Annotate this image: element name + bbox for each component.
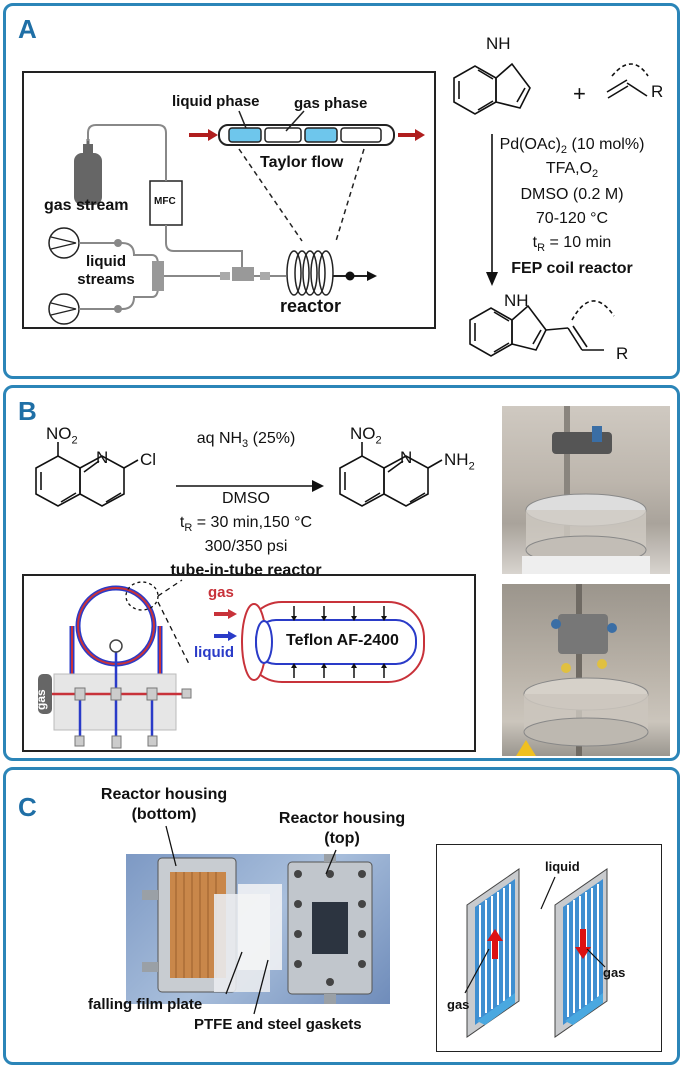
reagent-condition: aq NH3 (25%): [196, 430, 296, 451]
gas-liquid-mixer: [232, 267, 254, 281]
pressure-gauge-icon: [109, 639, 123, 653]
zoom-line: [238, 148, 303, 242]
falling-film-reactor-photo: [126, 854, 390, 1004]
gas-inlet-arrow: [228, 609, 237, 619]
tube-in-tube-diagram-box: gas liquid Teflon AF-2400 gas: [22, 574, 476, 752]
reactor-type-condition: FEP coil reactor: [511, 260, 633, 277]
gas-bubble: [340, 127, 382, 143]
aminonitroquinoline-structure: [339, 442, 443, 507]
gas-phase-label: gas phase: [294, 95, 368, 112]
falling-film-schematic: [464, 868, 608, 1038]
gas-cylinder-label: gas: [34, 689, 48, 710]
falling-film-plate-right: [554, 868, 608, 1038]
zoom-line: [335, 148, 365, 242]
flow-setup-drawing: [48, 110, 425, 325]
liquid-streams-label-line1: liquid: [86, 253, 126, 270]
falling-film-plate-label: falling film plate: [88, 996, 203, 1013]
acid-condition: TFA,O2: [545, 160, 599, 181]
gas-line: [87, 124, 167, 181]
gas-bubble: [264, 127, 302, 143]
panel-b: B NO2 N Cl NO2 N NH2 aq NH3 (25%): [3, 385, 680, 761]
taylor-flow-label: Taylor flow: [260, 154, 344, 171]
chloronitroquinoline-structure: [35, 442, 139, 507]
catalyst-condition: Pd(OAc)2 (10 mol%): [499, 136, 645, 157]
liquid-streams-label-line2: streams: [77, 271, 135, 288]
coil-reactor-icon: [286, 250, 334, 296]
falling-film-schematic-box: liquid gas gas: [436, 844, 662, 1052]
teflon-membrane-label: Teflon AF-2400: [286, 632, 399, 649]
schematic-liquid-label: liquid: [545, 859, 580, 874]
schematic-gas-right-label: gas: [603, 965, 626, 980]
gas-cylinder-icon: [74, 153, 102, 205]
reactor-label: reactor: [280, 296, 342, 316]
reactor-photo-2: [502, 584, 670, 756]
gaskets-label: PTFE and steel gaskets: [194, 1016, 362, 1033]
falling-film-reactor-sketch: [142, 854, 373, 1004]
panel-letter-b: B: [18, 396, 37, 426]
mfc-label: MFC: [154, 196, 176, 207]
solvent-condition: DMSO (0.2 M): [520, 186, 624, 203]
nitro-label: NO2: [46, 424, 78, 447]
r-group-label: R: [651, 82, 664, 101]
panel-letter-a: A: [18, 14, 37, 44]
schematic-gas-left-label: gas: [447, 997, 470, 1012]
product-nitro-label: NO2: [350, 424, 382, 447]
photo-label-pointers: [165, 825, 337, 1015]
falling-film-plate-left: [466, 868, 520, 1038]
housing-bottom-label-line1: Reactor housing: [100, 786, 228, 803]
amino-label: NH2: [444, 450, 475, 473]
flow-out-arrowhead: [415, 129, 425, 141]
tube-in-tube-drawing: [38, 579, 425, 749]
housing-bottom-label-line2: (bottom): [131, 806, 197, 823]
indole-nh-label: NH: [486, 34, 511, 53]
solvent-b-condition: DMSO: [222, 490, 270, 507]
pressure-condition: 300/350 psi: [204, 538, 288, 555]
product-quinoline-n-label: N: [400, 448, 413, 467]
temperature-condition: 70-120 °C: [535, 210, 609, 227]
gas-cylinder-b-icon: [38, 674, 52, 714]
housing-top-label-line2: (top): [324, 830, 360, 847]
taylor-flow-setup-box: liquid phase gas phase Taylor flow gas s…: [22, 71, 436, 329]
panel-a: A: [3, 3, 680, 379]
housing-top-label-line1: Reactor housing: [278, 810, 406, 827]
liquid-slug: [304, 127, 338, 143]
alkene-structure: [606, 63, 649, 99]
reaction-scheme-b: [35, 442, 443, 507]
product-structure-a: [469, 300, 615, 357]
quinoline-n-label: N: [96, 448, 109, 467]
liquid-label: liquid: [194, 644, 234, 661]
liquid-slug: [228, 127, 262, 143]
flow-in-arrowhead: [208, 129, 218, 141]
chloro-label: Cl: [140, 450, 157, 469]
liquid-inlet-arrow: [228, 631, 237, 641]
product-nh-label: NH: [504, 291, 529, 310]
residence-time-condition: tR = 10 min: [532, 234, 612, 255]
indole-structure: [453, 62, 531, 115]
plus-sign: +: [573, 81, 586, 106]
gas-line-to-mixer: [165, 225, 243, 273]
time-temp-condition: tR = 30 min,150 °C: [179, 514, 313, 535]
liquid-phase-label: liquid phase: [172, 93, 260, 110]
panel-c: C Reactor housing (bottom) Reactor housi…: [3, 767, 680, 1065]
liquid-mixer: [152, 261, 164, 291]
reaction-scheme-a: [453, 62, 649, 357]
product-r-label: R: [616, 344, 629, 363]
panel-letter-c: C: [18, 792, 37, 822]
gas-stream-label: gas stream: [44, 197, 129, 214]
reactor-photo-1-sketch: [522, 406, 650, 574]
reactor-photo-2-sketch: [516, 584, 649, 756]
gas-label: gas: [208, 584, 234, 601]
reactor-photo-1: [502, 406, 670, 574]
